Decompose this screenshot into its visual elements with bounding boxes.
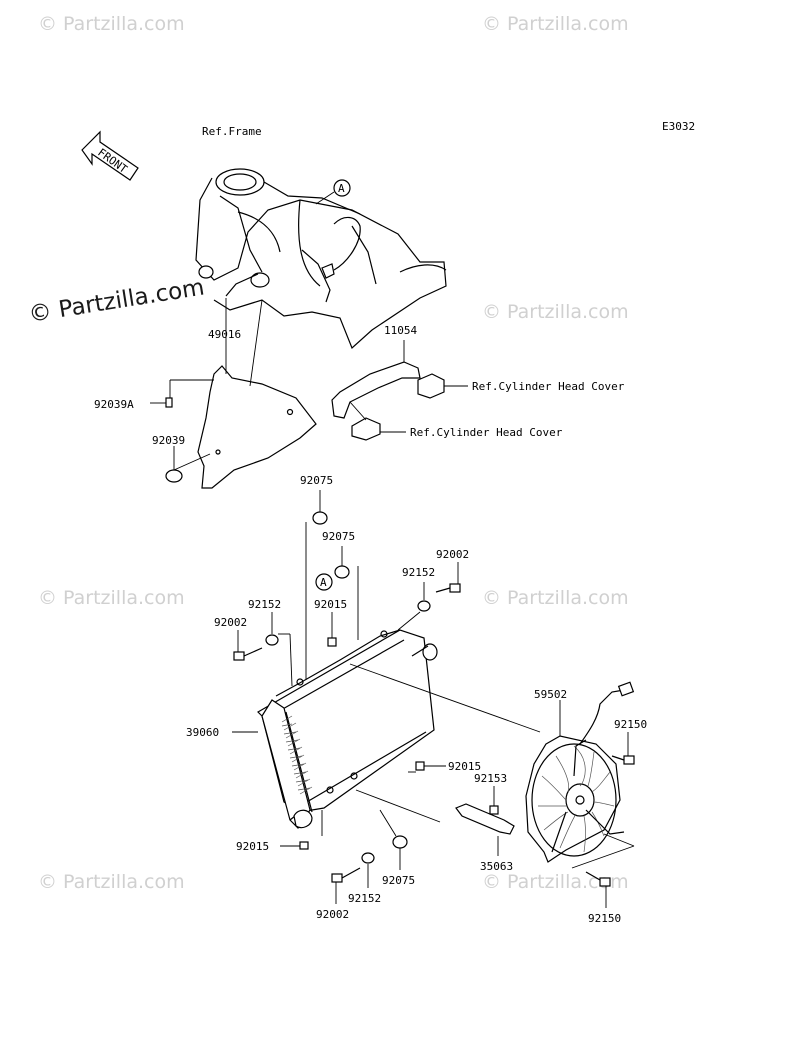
part-label-92152-bottom: 92152 (348, 892, 381, 905)
bolt-92150-bottom (585, 871, 611, 908)
ref-marker-a-frame: A (315, 179, 351, 205)
grommet-92075-top (305, 490, 328, 680)
part-label-39060: 39060 (186, 726, 219, 739)
clip-92015-top (327, 612, 337, 647)
nut-92039 (165, 446, 211, 483)
watermark-main: © Partzilla.com (27, 274, 206, 327)
ref-cylinder-head-label-2: Ref.Cylinder Head Cover (410, 426, 563, 439)
part-label-92002-bottom: 92002 (316, 908, 349, 921)
bolt-92153 (489, 786, 499, 815)
grommet-92075-bottom (379, 809, 408, 870)
ref-frame-label: Ref.Frame (202, 125, 262, 138)
part-label-92150-bottom: 92150 (588, 912, 621, 925)
watermark-text: © Partzilla.com (482, 301, 629, 323)
ref-marker-text: A (338, 182, 345, 195)
part-label-92075-top: 92075 (300, 474, 333, 487)
part-label-92039a: 92039A (94, 398, 134, 411)
part-label-92152-right: 92152 (402, 566, 435, 579)
part-label-49016: 49016 (208, 328, 241, 341)
part-label-92002-left: 92002 (214, 616, 247, 629)
part-label-92150-top: 92150 (614, 718, 647, 731)
watermark-text: © Partzilla.com (38, 587, 185, 609)
frame-drawing (195, 168, 447, 350)
watermark-text: © Partzilla.com (482, 871, 629, 893)
part-label-92015-mid: 92015 (448, 760, 481, 773)
part-label-92153: 92153 (474, 772, 507, 785)
collar-92152-right (397, 582, 431, 631)
bolt-92002-right (435, 562, 461, 593)
diagram-code: E3032 (662, 120, 695, 133)
cover-49016 (197, 298, 317, 489)
part-label-92015-top: 92015 (314, 598, 347, 611)
part-label-92152-left: 92152 (248, 598, 281, 611)
part-label-92075-mid: 92075 (322, 530, 355, 543)
ref-cylinder-head-label-1: Ref.Cylinder Head Cover (472, 380, 625, 393)
part-label-92039: 92039 (152, 434, 185, 447)
bolt-92002-bottom (331, 867, 361, 904)
radiator-39060 (232, 629, 541, 829)
stay-35063 (355, 789, 515, 856)
watermark-text: © Partzilla.com (482, 587, 629, 609)
fan-59502 (525, 681, 635, 869)
part-label-35063: 35063 (480, 860, 513, 873)
bolt-92039a (150, 379, 214, 408)
watermark-text: © Partzilla.com (38, 871, 185, 893)
bracket-11054 (331, 340, 468, 441)
bolt-92150-top (611, 732, 635, 765)
collar-92152-left (265, 612, 293, 687)
bolt-92002-left (233, 630, 263, 661)
clip-92015-mid (408, 761, 446, 773)
front-arrow-icon: FRONT (81, 130, 139, 181)
clip-92015-bottom (280, 810, 323, 850)
part-label-92075-bottom: 92075 (382, 874, 415, 887)
watermark-text: © Partzilla.com (38, 13, 185, 35)
radiator-core (281, 715, 313, 795)
part-labels: Ref.Frame Ref.Cylinder Head Cover Ref.Cy… (94, 125, 647, 925)
part-label-59502: 59502 (534, 688, 567, 701)
watermark-text: © Partzilla.com (482, 13, 629, 35)
part-label-11054: 11054 (384, 324, 417, 337)
ref-marker-text: A (320, 576, 327, 589)
ref-marker-a-radiator: A (315, 573, 333, 591)
part-label-92015-bottom: 92015 (236, 840, 269, 853)
collar-92152-bottom (361, 852, 375, 888)
part-label-92002-right: 92002 (436, 548, 469, 561)
grommet-92075-mid (334, 546, 359, 640)
